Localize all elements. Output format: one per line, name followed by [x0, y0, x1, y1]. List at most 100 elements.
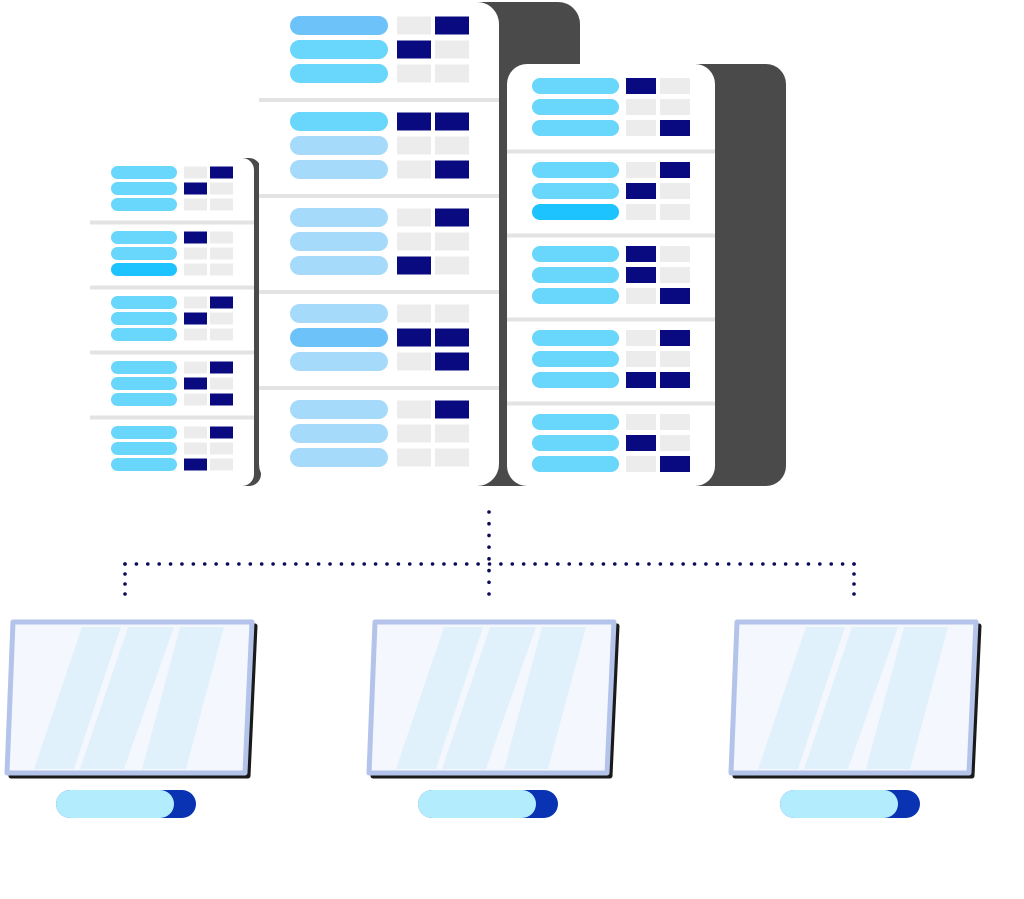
indicator-block-idle — [435, 232, 469, 251]
indicator-block-idle — [184, 247, 207, 260]
server-unit — [290, 16, 469, 83]
indicator-block-active — [435, 160, 469, 179]
indicator-block-idle — [660, 435, 690, 451]
status-pill — [111, 263, 177, 276]
indicator-block-active — [184, 231, 207, 244]
indicator-block-idle — [397, 64, 431, 83]
status-pill — [532, 78, 619, 94]
server-unit — [259, 194, 499, 275]
indicator-block-idle — [626, 162, 656, 178]
screen-glare-stripe — [758, 627, 845, 769]
indicator-block-active — [626, 183, 656, 199]
connector-dot — [419, 562, 423, 566]
stand-base — [56, 790, 174, 818]
connector-dot — [818, 562, 822, 566]
indicator-block-idle — [660, 99, 690, 115]
connector-dot — [259, 562, 264, 566]
status-pill — [111, 231, 177, 244]
indicator-block-active — [210, 426, 233, 439]
connector-dot — [271, 562, 275, 566]
unit-divider — [259, 386, 499, 390]
indicator-block-idle — [184, 198, 207, 211]
unit-divider — [259, 98, 499, 102]
indicator-block-idle — [184, 426, 207, 439]
connector-dot — [852, 562, 856, 566]
status-pill — [290, 352, 388, 371]
status-pill — [111, 296, 177, 309]
indicator-block-idle — [184, 263, 207, 276]
unit-divider — [90, 220, 254, 225]
indicator-block-idle — [660, 414, 690, 430]
indicator-block-idle — [660, 78, 690, 94]
indicator-block-idle — [184, 361, 207, 374]
connector-dot — [726, 562, 731, 566]
status-pill — [111, 361, 177, 374]
indicator-block-idle — [626, 414, 656, 430]
indicator-block-idle — [397, 448, 431, 467]
indicator-block-idle — [397, 400, 431, 419]
clients-group — [4, 619, 982, 818]
connector-dot — [658, 562, 663, 566]
connector-dot — [168, 562, 173, 566]
indicator-block-active — [626, 372, 656, 388]
indicator-block-idle — [660, 204, 690, 220]
status-pill — [290, 112, 388, 131]
connector-dot — [442, 562, 446, 566]
server-unit — [532, 78, 690, 136]
unit-divider — [507, 233, 715, 238]
screen-glare-stripe — [34, 627, 121, 769]
indicator-block-idle — [435, 424, 469, 443]
server-unit — [90, 285, 254, 341]
status-pill — [111, 426, 177, 439]
status-pill — [111, 198, 177, 211]
indicator-block-idle — [184, 296, 207, 309]
connector-dot — [487, 557, 491, 561]
status-pill — [290, 328, 388, 347]
indicator-block-idle — [210, 198, 233, 211]
connector-dot — [704, 562, 708, 566]
connector-dot — [453, 562, 458, 566]
connector-dot — [123, 562, 127, 566]
indicator-block-active — [210, 166, 233, 179]
status-pill — [532, 162, 619, 178]
connector-dot — [499, 562, 503, 566]
indicator-block-active — [397, 328, 431, 347]
connector-dot — [282, 562, 287, 566]
indicator-block-idle — [184, 328, 207, 341]
indicator-block-active — [660, 162, 690, 178]
screen-glare-stripe — [442, 627, 536, 769]
indicator-block-idle — [435, 256, 469, 275]
screen-glare-stripe — [504, 627, 586, 769]
indicator-block-idle — [210, 231, 233, 244]
connector-dot — [407, 562, 412, 566]
connector-dot — [567, 562, 572, 566]
status-pill — [290, 64, 388, 83]
unit-divider — [507, 149, 715, 154]
indicator-block-idle — [397, 16, 431, 35]
connector-dot — [852, 572, 856, 576]
screen-glare-stripe — [804, 627, 898, 769]
indicator-block-idle — [210, 328, 233, 341]
connector-dot — [134, 562, 139, 566]
connector-dot — [590, 562, 594, 566]
connector-dot — [396, 562, 401, 566]
indicator-block-active — [626, 435, 656, 451]
indicator-block-active — [660, 120, 690, 136]
connector-dot — [305, 562, 310, 566]
status-pill — [290, 160, 388, 179]
status-pill — [290, 400, 388, 419]
connector-dot — [521, 562, 526, 566]
indicator-block-idle — [660, 246, 690, 262]
indicator-block-idle — [210, 247, 233, 260]
indicator-block-active — [660, 330, 690, 346]
indicator-block-active — [626, 267, 656, 283]
connector-dot — [464, 562, 469, 566]
status-pill — [532, 288, 619, 304]
indicator-block-idle — [435, 304, 469, 323]
connector-dot — [351, 562, 355, 566]
connector-dot — [761, 562, 765, 566]
server-unit — [507, 401, 715, 472]
status-pill — [290, 232, 388, 251]
indicator-block-idle — [210, 312, 233, 325]
